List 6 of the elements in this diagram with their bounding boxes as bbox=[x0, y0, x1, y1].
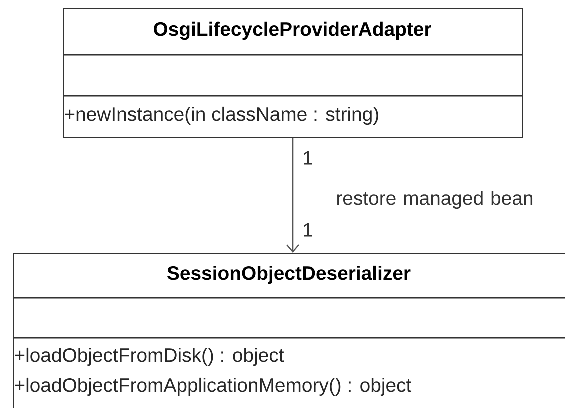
class-box: SessionObjectDeserializer +loadObjectFromDisk() : object +loadObjectFromApplicationMemory() : object bbox=[13, 253, 565, 408]
association-arrow bbox=[286, 138, 300, 253]
edge-label: restore managed bean bbox=[337, 190, 533, 210]
multiplicity-label: 1 bbox=[304, 223, 312, 237]
class-box: OsgiLifecycleProviderAdapter +newInstance(in className : string) bbox=[63, 8, 524, 138]
multiplicity-label: 1 bbox=[304, 151, 312, 165]
